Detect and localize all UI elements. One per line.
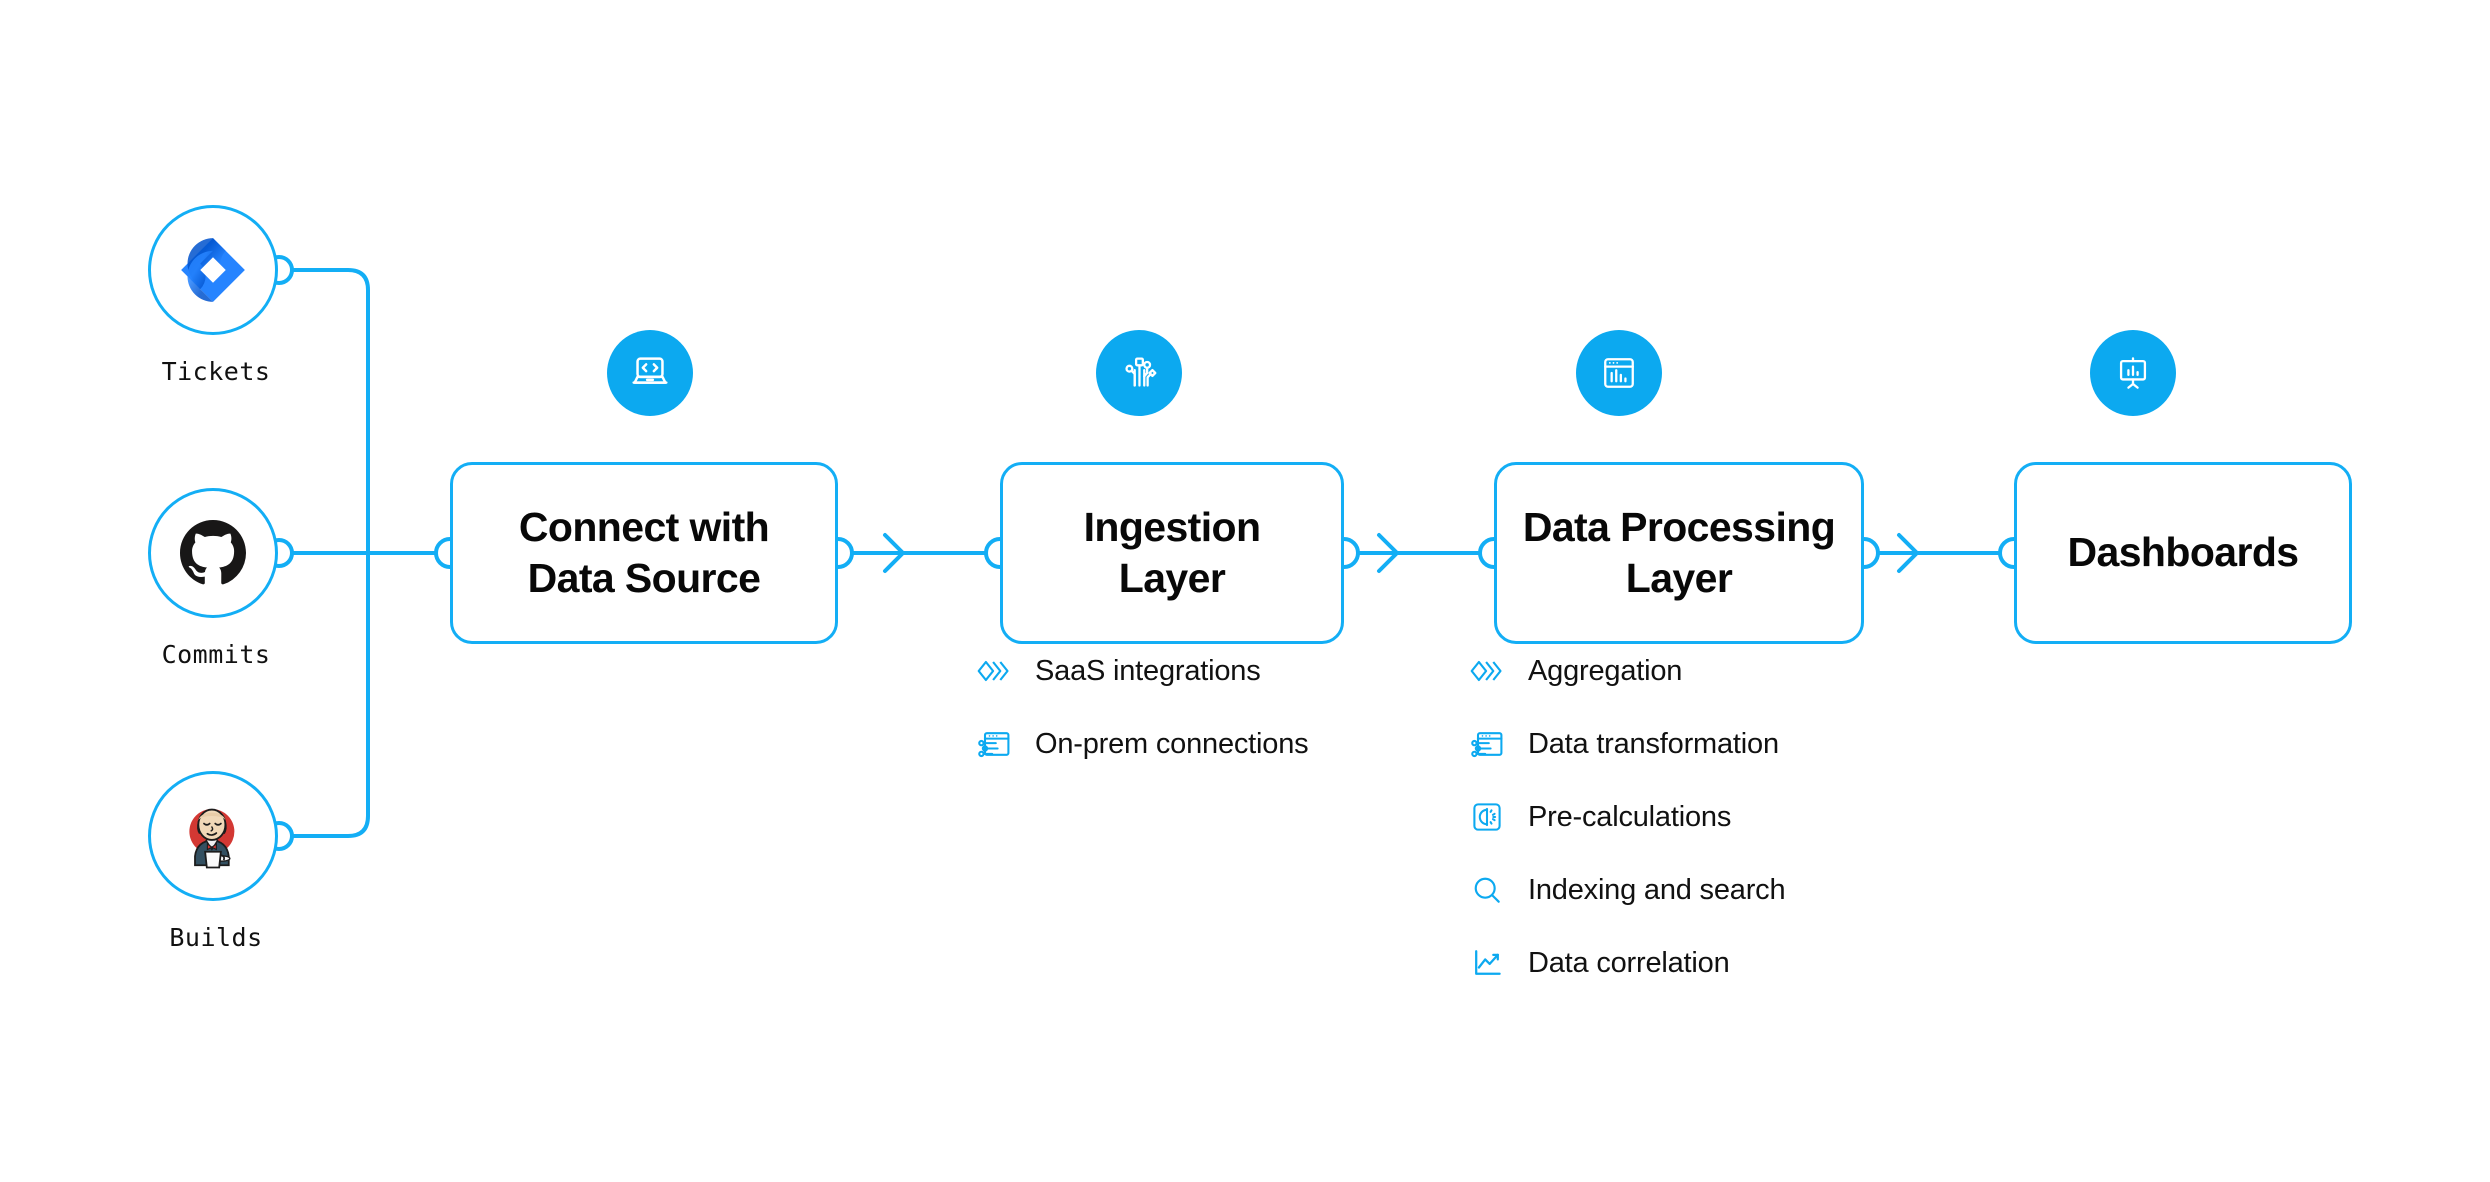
feature-label: Pre-calculations [1528,800,1732,833]
feature-row[interactable]: Pre-calculations [1468,794,1785,840]
feature-label: Data correlation [1528,946,1730,979]
feature-row[interactable]: Aggregation [1468,648,1785,694]
feature-label: On-prem connections [1035,727,1309,760]
source-node-commits[interactable]: Commits [148,488,284,669]
arrowhead-3 [1897,533,1919,573]
gauge-square-icon [1468,798,1506,836]
wire-tickets [288,268,370,534]
browser-sliders-icon [1468,725,1506,763]
feature-row[interactable]: SaaS integrations [975,648,1308,694]
browser-sliders-icon [975,725,1013,763]
feature-list-processing: Aggregation Data transformatio [1468,648,1786,1013]
wire-builds [288,558,370,838]
source-ring-builds [148,771,278,901]
source-node-builds[interactable]: Builds [148,771,284,952]
presentation-chart-icon [2119,357,2147,389]
stage-badge-ingestion [1096,330,1182,416]
laptop-code-icon [632,357,668,384]
stage-badge-dashboards [2090,330,2176,416]
source-node-tickets[interactable]: Tickets [148,205,284,386]
jenkins-icon [189,808,235,869]
magnifier-icon [1468,871,1506,909]
feature-label: Data transformation [1528,727,1779,760]
feature-row[interactable]: Indexing and search [1468,867,1786,913]
stage-title-dashboards: Dashboards [2067,529,2300,576]
source-label-tickets: Tickets [161,357,271,386]
feature-row[interactable]: Data transformation [1468,721,1785,767]
line-chart-icon [1468,944,1506,982]
stage-badge-connect [607,330,693,416]
jira-icon [181,238,245,302]
source-ring-tickets [148,205,278,335]
feature-label: SaaS integrations [1035,654,1261,687]
feature-row[interactable]: On-prem connections [975,721,1309,767]
source-ring-commits [148,488,278,618]
feature-list-ingestion: SaaS integrations On-prem conn [975,648,1309,794]
circuit-nodes-icon [1125,357,1157,387]
stacked-chevrons-icon [975,652,1013,690]
stage-box-dashboards[interactable]: Dashboards [2014,462,2352,644]
feature-label: Aggregation [1528,654,1683,687]
stage-badge-processing [1576,330,1662,416]
browser-barchart-icon [1604,358,1634,388]
source-label-builds: Builds [169,923,263,952]
source-label-commits: Commits [161,640,271,669]
feature-label: Indexing and search [1528,873,1786,906]
arrowhead-2 [1377,533,1399,573]
feature-row[interactable]: Data correlation [1468,940,1785,986]
github-icon [180,520,246,585]
arrowhead-1 [883,533,905,573]
stacked-chevrons-icon [1468,652,1506,690]
